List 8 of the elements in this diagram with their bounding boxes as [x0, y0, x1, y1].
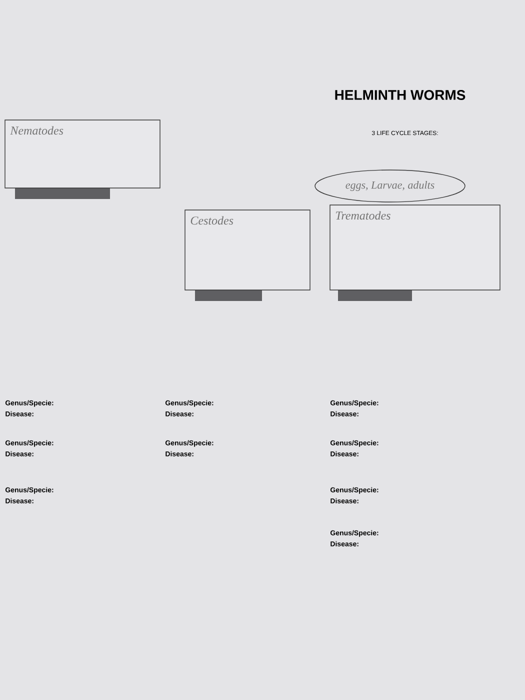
group-box: [330, 204, 500, 290]
handwritten-label: Trematodes: [336, 211, 390, 220]
stage-oval: eggs, Larvae, adults: [314, 170, 466, 202]
group-box: [4, 120, 160, 188]
title: HELMINTH WORMS: [335, 90, 466, 100]
group-box: [184, 210, 310, 290]
handwritten-label: Nematodes: [10, 126, 64, 135]
handwritten-label: Cestodes: [190, 216, 234, 225]
